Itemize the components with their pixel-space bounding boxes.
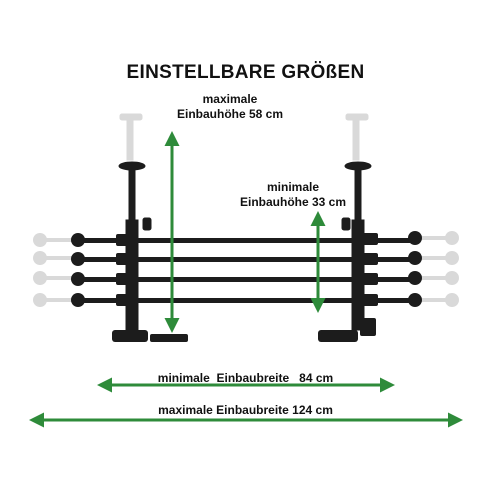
max-height-label-line2: Einbauhöhe 58 cm — [176, 107, 284, 121]
min-height-label-line2: Einbauhöhe 33 cm — [239, 195, 347, 209]
min-width-label: minimale Einbaubreite 84 cm — [157, 371, 334, 385]
horizontal-bars — [71, 231, 422, 307]
ghost-bar-ends — [33, 231, 459, 307]
page-title: EINSTELLBARE GRÖßEN — [126, 62, 365, 83]
floor-feet — [112, 318, 376, 342]
max-width-label: maximale Einbaubreite 124 cm — [158, 403, 333, 417]
max-height-label: maximale Einbauhöhe 58 cm — [150, 92, 310, 122]
ghost-top-supports — [119, 113, 369, 161]
min-height-label-line1: minimale — [266, 180, 320, 194]
min-height-label: minimale Einbauhöhe 33 cm — [228, 180, 358, 210]
max-height-label-line1: maximale — [202, 92, 258, 106]
